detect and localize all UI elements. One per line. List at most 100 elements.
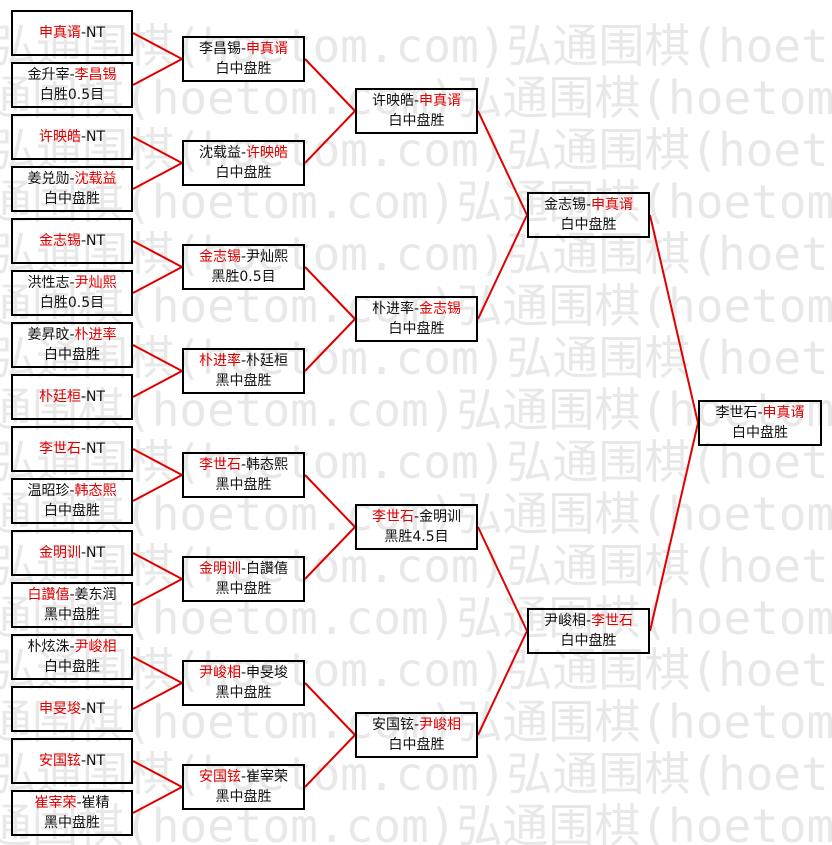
match-players: 朴炫洙-尹峻相 — [27, 637, 116, 657]
match-result: 白中盘胜 — [561, 215, 617, 235]
match-players: 李昌锡-申真谞 — [199, 39, 288, 59]
match-box-r2-2: 沈载益-许映皓白中盘胜 — [182, 140, 305, 186]
winner-name: 李世石 — [591, 613, 634, 629]
match-players: 朴廷桓-NT — [39, 387, 105, 407]
text-segment: 朴炫洙- — [27, 639, 75, 655]
match-box-r1-4: 姜兑勋-沈载益白中盘胜 — [11, 166, 133, 212]
text-segment: -NT — [80, 233, 106, 249]
match-box-r1-6: 洪性志-尹灿熙白胜0.5目 — [11, 270, 133, 316]
match-result: 黑中盘胜 — [216, 579, 272, 599]
match-box-r1-12: 白讚僖-姜东润黑中盘胜 — [11, 582, 133, 628]
text-segment: 白中盘胜 — [44, 659, 100, 675]
match-box-r2-6: 金明训-白讚僖黑中盘胜 — [182, 556, 305, 602]
match-box-r1-14: 申旻埈-NT — [11, 686, 133, 732]
match-box-r1-7: 姜昇旼-朴进率白中盘胜 — [11, 322, 133, 368]
match-players: 姜兑勋-沈载益 — [27, 169, 116, 189]
match-box-r3-3: 李世石-金明训黑胜4.5目 — [355, 504, 478, 550]
text-segment: 白中盘胜 — [44, 503, 100, 519]
connector-line — [132, 578, 183, 606]
text-segment: -申旻埈 — [240, 665, 289, 681]
connector-line — [132, 58, 183, 86]
match-result: 黑胜0.5目 — [211, 267, 275, 287]
text-segment: 白中盘胜 — [732, 425, 788, 441]
match-box-r4-2: 尹峻相-李世石白中盘胜 — [527, 608, 650, 654]
match-box-r2-1: 李昌锡-申真谞白中盘胜 — [182, 36, 305, 82]
text-segment: 白中盘胜 — [215, 61, 272, 77]
match-result: 黑胜4.5目 — [384, 527, 448, 547]
connector-line — [304, 266, 356, 320]
winner-name: 申真谞 — [38, 25, 81, 41]
connector-line — [304, 734, 356, 788]
text-segment: 黑中盘胜 — [215, 685, 272, 701]
connector-line — [132, 162, 183, 190]
match-players: 朴进率-金志锡 — [372, 299, 461, 319]
match-players: 尹峻相-申旻埈 — [199, 663, 288, 683]
match-result: 白胜0.5目 — [40, 293, 104, 313]
match-players: 李世石-申真谞 — [715, 403, 804, 423]
text-segment: 李世石- — [715, 405, 763, 421]
text-segment: 李昌锡- — [198, 41, 247, 57]
winner-name: 李世石 — [198, 457, 241, 473]
text-segment: 姜兑勋- — [27, 171, 75, 187]
connector-line — [477, 630, 528, 736]
connector-line — [304, 682, 356, 736]
text-segment: 黑中盘胜 — [215, 581, 272, 597]
match-box-r1-11: 金明训-NT — [11, 530, 133, 576]
connector-line — [132, 656, 183, 684]
match-box-r1-2: 金升宰-李昌锡白胜0.5目 — [11, 62, 133, 108]
connector-line — [132, 240, 183, 268]
connector-line — [132, 266, 183, 294]
connector-line — [304, 474, 356, 528]
winner-name: 尹峻相 — [419, 717, 462, 733]
text-segment: -NT — [80, 701, 106, 717]
winner-name: 金志锡 — [419, 301, 462, 317]
match-players: 尹峻相-李世石 — [544, 611, 633, 631]
text-segment: 黑中盘胜 — [44, 607, 100, 623]
match-players: 温昭珍-韩态熙 — [27, 481, 116, 501]
match-box-r4-1: 金志锡-申真谞白中盘胜 — [527, 192, 650, 238]
match-result: 黑中盘胜 — [216, 787, 272, 807]
text-segment: 白中盘胜 — [388, 113, 445, 129]
text-segment: 尹峻相- — [543, 613, 592, 629]
winner-name: 申真谞 — [419, 93, 462, 109]
connector-line — [132, 760, 183, 788]
match-players: 朴进率-朴廷桓 — [199, 351, 288, 371]
connector-line — [132, 136, 183, 164]
text-segment: 黑中盘胜 — [215, 373, 272, 389]
match-box-r2-7: 尹峻相-申旻埈黑中盘胜 — [182, 660, 305, 706]
text-segment: 白中盘胜 — [215, 165, 272, 181]
connector-line — [132, 370, 183, 398]
text-segment: 温昭珍- — [27, 483, 75, 499]
text-segment: -NT — [80, 389, 106, 405]
match-players: 李世石-韩态熙 — [199, 455, 288, 475]
winner-name: 申真谞 — [246, 41, 289, 57]
text-segment: -NT — [80, 545, 106, 561]
text-segment: 白中盘胜 — [44, 347, 100, 363]
match-players: 洪性志-尹灿熙 — [27, 273, 116, 293]
winner-name: 申真谞 — [591, 197, 634, 213]
match-box-r1-15: 安国铉-NT — [11, 738, 133, 784]
text-segment: 白中盘胜 — [560, 633, 617, 649]
connector-line — [477, 526, 528, 632]
match-box-r3-4: 安国铉-尹峻相白中盘胜 — [355, 712, 478, 758]
match-players: 崔宰荣-崔精 — [34, 793, 109, 813]
match-players: 白讚僖-姜东润 — [27, 585, 116, 605]
match-players: 金志锡-申真谞 — [544, 195, 633, 215]
match-result: 白中盘胜 — [389, 111, 445, 131]
match-players: 安国铉-尹峻相 — [372, 715, 461, 735]
match-result: 黑中盘胜 — [44, 813, 100, 833]
match-players: 姜昇旼-朴进率 — [27, 325, 116, 345]
match-result: 白中盘胜 — [561, 631, 617, 651]
match-box-r1-1: 申真谞-NT — [11, 10, 133, 56]
text-segment: -金明训 — [413, 509, 462, 525]
match-players: 金志锡-尹灿熙 — [199, 247, 288, 267]
winner-name: 崔宰荣 — [34, 795, 77, 811]
text-segment: -崔宰荣 — [240, 769, 289, 785]
connector-line — [649, 214, 699, 424]
text-segment: 金志锡- — [543, 197, 592, 213]
winner-name: 金明训 — [38, 545, 81, 561]
match-players: 申旻埈-NT — [39, 699, 105, 719]
match-result: 黑中盘胜 — [216, 475, 272, 495]
match-result: 白中盘胜 — [44, 189, 100, 209]
